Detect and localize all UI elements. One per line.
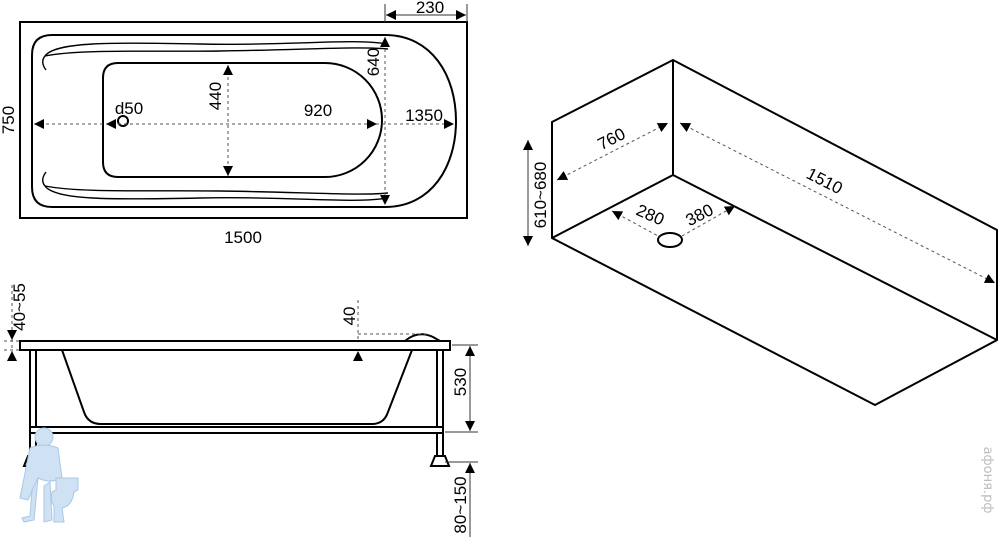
dim-80-150-label: 80~150 [451, 476, 470, 533]
side-overflow [404, 333, 441, 342]
plan-tub-outline [31, 34, 458, 208]
dim-380-line [681, 205, 736, 237]
dim-640-label: 640 [364, 48, 383, 76]
plan-armrest-bottom-inner [44, 185, 389, 195]
plan-basin [102, 62, 383, 178]
logo-toilet [50, 477, 79, 523]
dim-920-label: 920 [304, 101, 332, 120]
plan-headrest-left-top [42, 55, 47, 71]
dim-530-label: 530 [451, 368, 470, 396]
dim-1510-line [679, 122, 996, 284]
logo-legs [21, 477, 53, 523]
watermark: афоня.рф [980, 447, 995, 514]
side-foot-right [429, 455, 451, 467]
plumber-logo [19, 427, 79, 523]
logo-head [34, 427, 54, 447]
plan-armrest-bottom-outer [44, 185, 389, 201]
dim-1500-label: 1500 [224, 228, 262, 247]
dim-230-label: 230 [416, 0, 444, 17]
dim-40-label: 40 [340, 307, 359, 326]
side-view: 40~55 40 530 80~150 [4, 283, 478, 537]
dim-d50-label: d50 [115, 99, 143, 118]
side-tub-body [61, 349, 413, 425]
dim-440-label: 440 [206, 82, 225, 110]
iso-view: 760 1510 610~680 280 380 [523, 58, 998, 407]
dim-40-55-label: 40~55 [10, 283, 29, 331]
side-rim [19, 340, 451, 351]
plan-headrest-left-bottom [42, 171, 47, 187]
iso-box-outline [551, 58, 998, 407]
side-frame-bar [29, 426, 444, 434]
side-leg-right [436, 349, 444, 457]
dim-760-line [556, 122, 669, 181]
plan-armrest-top-outer [44, 41, 389, 57]
dim-610-680-label: 610~680 [531, 162, 550, 229]
iso-inner-edge-left [551, 174, 674, 239]
plan-view: 230 750 d50 920 1350 440 640 1500 [0, 0, 468, 247]
dim-750-label: 750 [0, 106, 18, 134]
plan-armrest-top-inner [44, 47, 389, 57]
dim-1350-label: 1350 [405, 106, 443, 125]
